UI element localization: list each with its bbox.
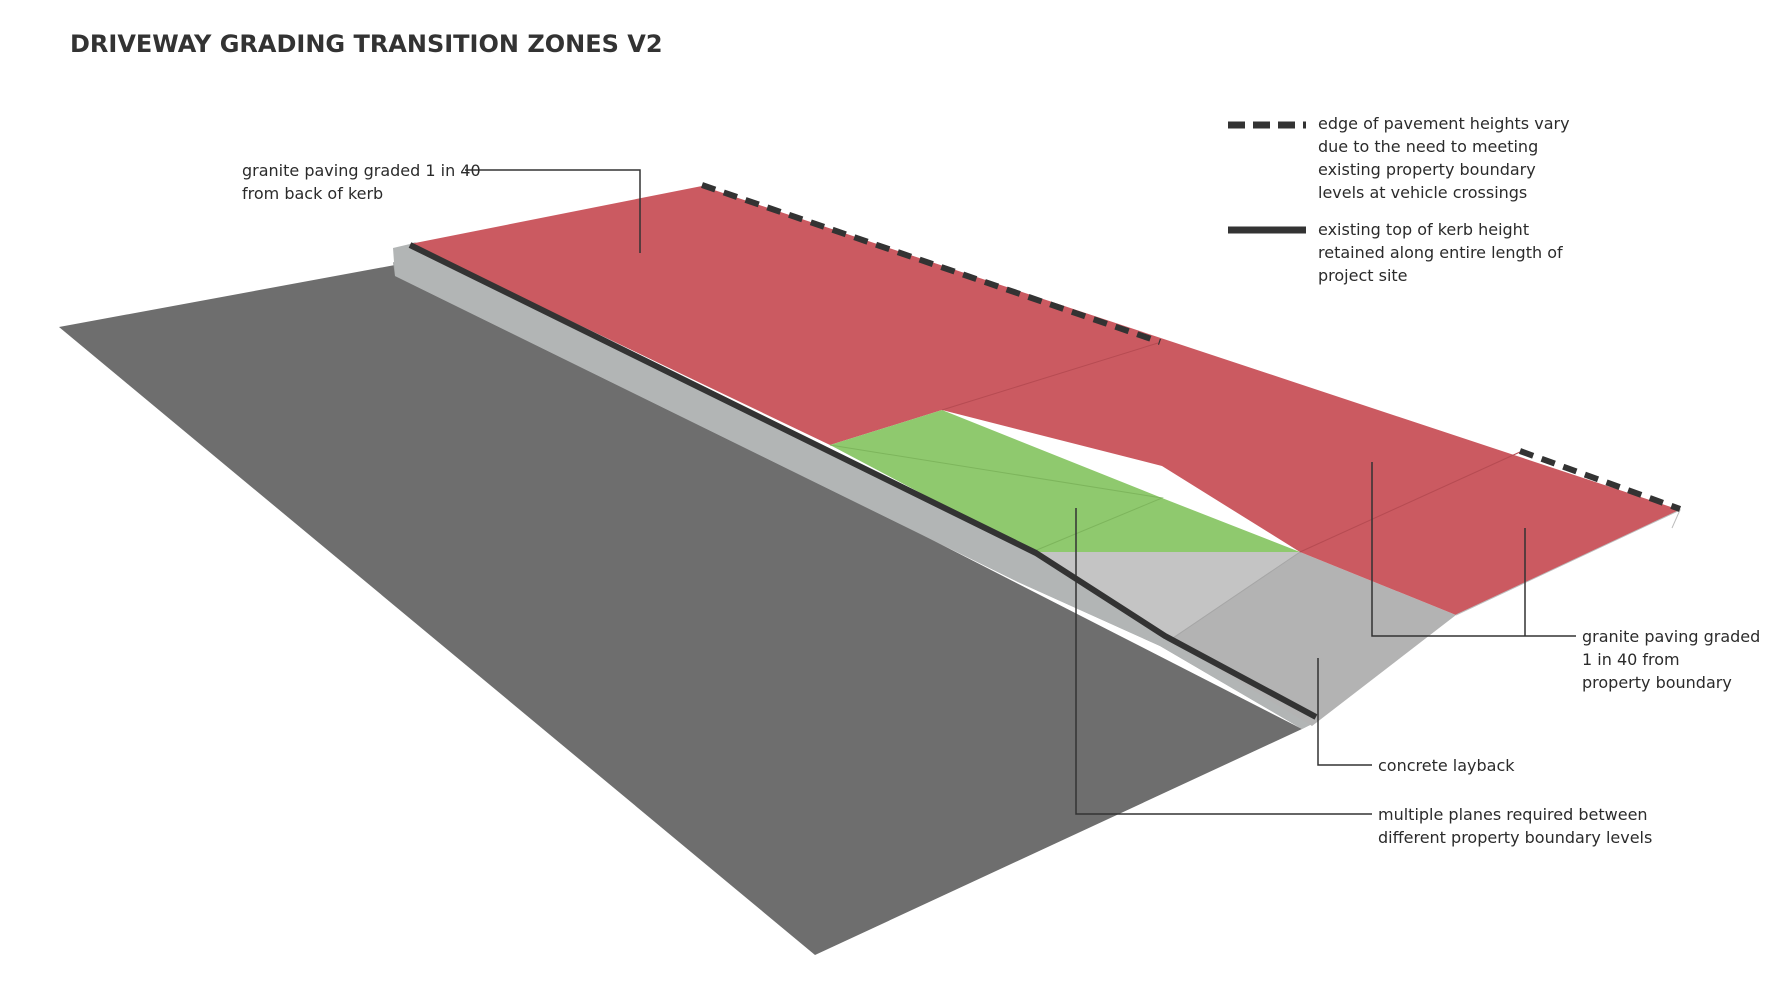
leader-concrete-layback [1317, 658, 1372, 766]
annotation-multiple-planes: multiple planes required between differe… [1378, 805, 1653, 847]
granite-paving [410, 186, 1680, 615]
annotation-paving-kerb: granite paving graded 1 in 40 from back … [242, 161, 481, 203]
concrete-layback-right [1170, 552, 1456, 726]
edge-of-pavement-line [1518, 448, 1682, 512]
legend-solid-text: existing top of kerb height retained alo… [1318, 220, 1563, 285]
legend-dashed-text: edge of pavement heights vary due to the… [1318, 114, 1570, 202]
leader-paving-kerb [465, 169, 641, 253]
road-surface [59, 265, 1302, 955]
paving-seam [941, 342, 1159, 411]
transition-planes [830, 410, 1300, 552]
diagram-title: DRIVEWAY GRADING TRANSITION ZONES V2 [70, 30, 663, 58]
layback-seam [1455, 508, 1682, 616]
paving-seam [1299, 451, 1521, 553]
top-of-kerb-line [408, 242, 1318, 720]
concrete-layback-left [1032, 550, 1300, 640]
kerb-top [393, 244, 1312, 729]
edge-of-pavement-line [701, 182, 1161, 345]
layback-seam [1169, 551, 1301, 641]
leader-multiple-planes [1075, 508, 1372, 815]
leader-paving-boundary [1371, 462, 1576, 637]
annotation-concrete-layback: concrete layback [1378, 756, 1515, 775]
annotation-paving-boundary: granite paving graded 1 in 40 from prope… [1582, 627, 1761, 692]
